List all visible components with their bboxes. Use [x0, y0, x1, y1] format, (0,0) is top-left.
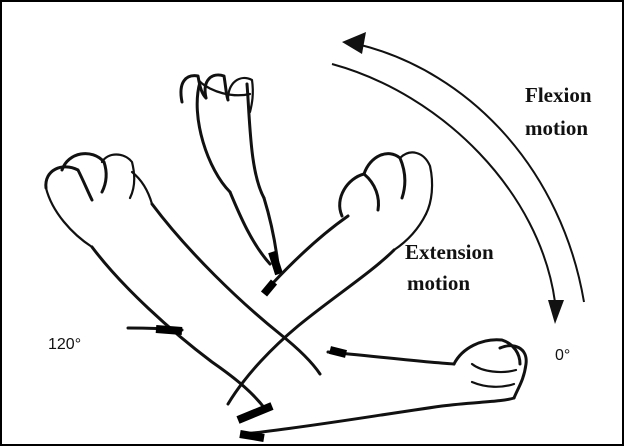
angle-label-120: 120° [48, 336, 81, 353]
flexion-label-line2: motion [525, 116, 588, 140]
sensor-strap-upper-0 [330, 350, 346, 354]
sensor-strap-lower-a [238, 406, 272, 420]
sensor-strap-bent [264, 282, 274, 294]
arm-0-degrees [238, 340, 526, 438]
flexion-label-line1: Flexion [525, 83, 592, 107]
sensor-strap-lower-b [240, 434, 264, 438]
reference-line-120 [128, 328, 182, 331]
extension-label-line1: Extension [405, 240, 494, 264]
arm-vertical [181, 75, 279, 274]
arm-120-degrees [46, 154, 320, 410]
arm-bent [228, 152, 432, 404]
extension-label-line2: motion [407, 271, 470, 295]
angle-label-0: 0° [555, 347, 570, 364]
